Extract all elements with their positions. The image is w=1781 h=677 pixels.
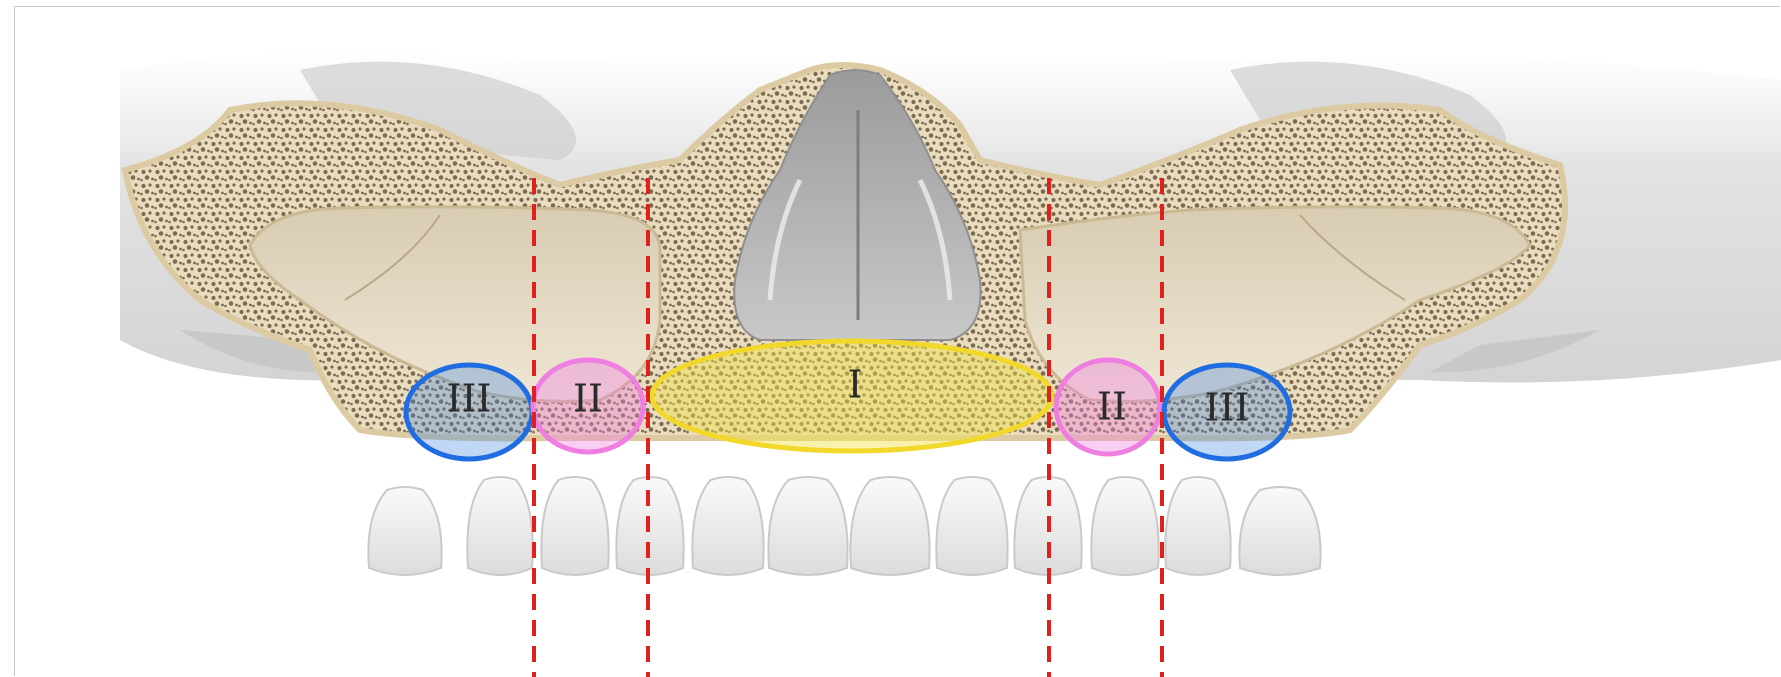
tooth — [467, 477, 532, 575]
tooth — [768, 477, 847, 575]
zone-ii-right-label: II — [573, 377, 603, 421]
zone-i-label: I — [847, 363, 862, 407]
tooth — [1091, 477, 1158, 575]
dental-arch — [368, 477, 1320, 575]
tooth — [368, 487, 441, 575]
zone-ii-left-label: II — [1097, 385, 1127, 429]
tooth — [1165, 477, 1230, 575]
zone-iii-left-label: III — [1204, 386, 1249, 430]
tooth — [692, 477, 763, 575]
tooth — [1239, 487, 1320, 575]
tooth — [541, 477, 608, 575]
tooth — [850, 477, 929, 575]
zone-iii-right-label: III — [446, 377, 491, 421]
tooth — [936, 477, 1007, 575]
